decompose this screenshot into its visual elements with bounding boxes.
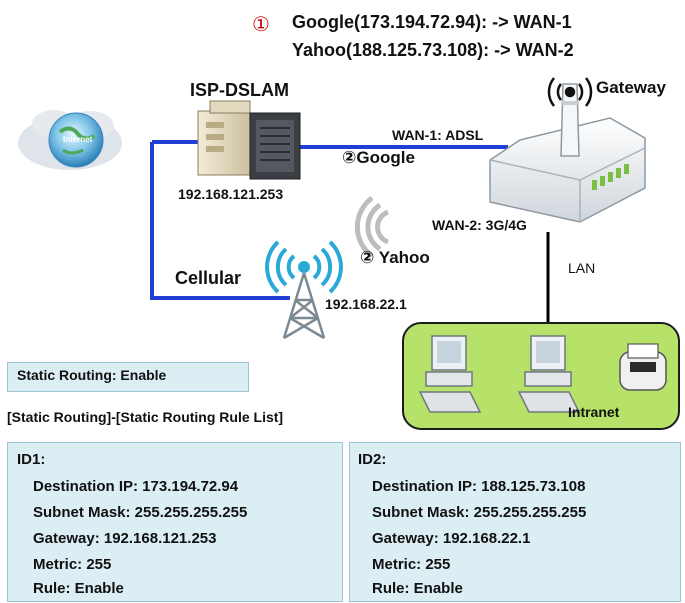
static-routing-status-box: [7, 362, 249, 392]
rule-2-id: ID2:: [358, 451, 387, 468]
rule-2-state: Rule: Enable: [372, 580, 463, 597]
tower-ip-label: 192.168.22.1: [325, 296, 407, 312]
isp-ip-label: 192.168.121.253: [178, 186, 284, 202]
rule-2-metric: Metric: 255: [372, 556, 451, 573]
printer-icon: [619, 343, 667, 391]
rule-2-destination: Destination IP: 188.125.73.108: [372, 478, 586, 495]
yahoo-path-label: ② Yahoo: [360, 248, 430, 267]
gateway-router-icon: [489, 83, 646, 223]
pc-icon-1: [418, 335, 482, 413]
lan-label: LAN: [568, 260, 596, 276]
rule-1-metric: Metric: 255: [33, 556, 112, 573]
rule-1-state: Rule: Enable: [33, 580, 124, 597]
google-path-text: ②Google: [342, 148, 415, 167]
gateway-wifi-icon: [547, 77, 593, 107]
rule-1-destination: Destination IP: 173.194.72.94: [33, 478, 239, 495]
isp-dslam-server-icon: [197, 100, 301, 180]
isp-label: ISP-DSLAM: [190, 80, 289, 100]
rule-1-gateway: Gateway: 192.168.121.253: [33, 530, 217, 547]
gateway-label: Gateway: [596, 78, 666, 97]
google-path-label: ②Google: [342, 148, 415, 168]
wan2-label: WAN-2: 3G/4G: [432, 217, 527, 233]
rule-1-subnet: Subnet Mask: 255.255.255.255: [33, 504, 248, 521]
cellular-label: Cellular: [175, 268, 242, 288]
intranet-label: Intranet: [568, 404, 620, 420]
internet-isp-link: [150, 140, 290, 300]
pc-icon-2: [517, 335, 581, 413]
rule-1-id: ID1:: [17, 451, 46, 468]
rule-card-1: [7, 442, 343, 602]
signal-waves-icon: [354, 195, 390, 259]
static-routing-status: Static Routing: Enable: [17, 367, 167, 383]
cellular-tower-icon: [265, 240, 343, 340]
route-marker: ①: [252, 14, 270, 36]
route-google: Google(173.194.72.94): -> WAN-1: [292, 12, 572, 32]
rule-2-gateway: Gateway: 192.168.22.1: [372, 530, 531, 547]
breadcrumb: [Static Routing]-[Static Routing Rule Li…: [7, 409, 284, 425]
rule-card-2: [349, 442, 681, 602]
route-yahoo: Yahoo(188.125.73.108): -> WAN-2: [292, 40, 574, 60]
internet-globe-icon: [18, 110, 122, 170]
rule-2-subnet: Subnet Mask: 255.255.255.255: [372, 504, 587, 521]
wan1-label: WAN-1: ADSL: [392, 127, 484, 143]
internet-label: Internet: [63, 135, 93, 144]
